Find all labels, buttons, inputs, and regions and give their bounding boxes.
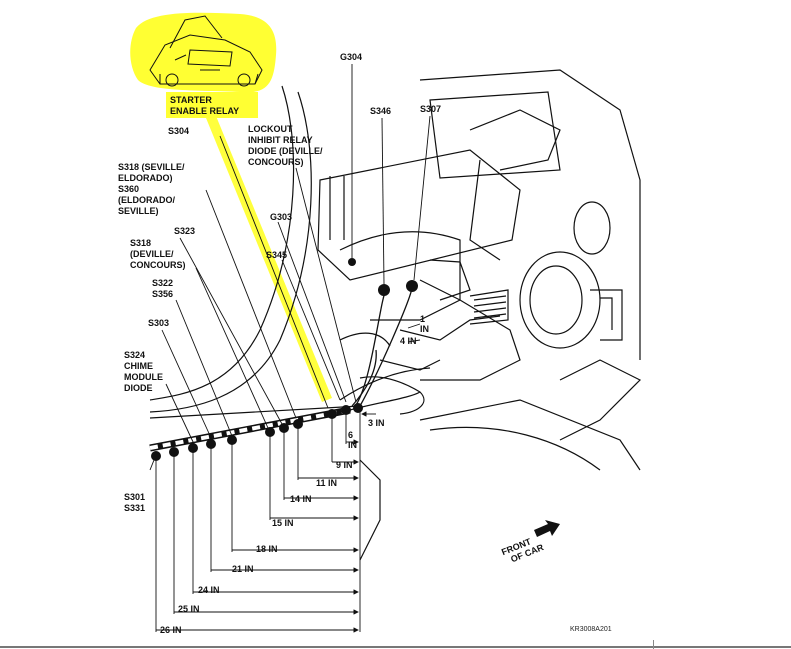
dimension-21-in: 21 IN bbox=[232, 564, 254, 574]
s301-s331-label: S301 S331 bbox=[124, 492, 146, 513]
dimension-3-in: 3 IN bbox=[368, 418, 385, 428]
s318-deville-label: S318 (DEVILLE/ CONCOURS) bbox=[130, 238, 186, 270]
dimension-26-in: 26 IN bbox=[160, 625, 182, 635]
dimension-6-in: 6 IN bbox=[348, 430, 357, 450]
dimension-9-in: 9 IN bbox=[336, 460, 353, 470]
s304-label: S304 bbox=[168, 126, 190, 136]
s346-label: S346 bbox=[370, 106, 392, 116]
figure-code: KR3008A201 bbox=[570, 626, 612, 633]
harness-splices bbox=[151, 258, 418, 461]
s345-label: S345 bbox=[266, 250, 288, 260]
dimension-14-in: 14 IN bbox=[290, 494, 312, 504]
g304-label: G304 bbox=[340, 52, 363, 62]
s318-s360-label: S318 (SEVILLE/ ELDORADO) S360 (ELDORADO/… bbox=[118, 162, 185, 216]
dimension-lines bbox=[155, 323, 421, 633]
dimension-24-in: 24 IN bbox=[198, 585, 220, 595]
s303-label: S303 bbox=[148, 318, 170, 328]
s324-chime-module-diode-label: S324 CHIME MODULE DIODE bbox=[124, 350, 163, 393]
s307-label: S307 bbox=[420, 104, 442, 114]
starter-enable-relay-label: STARTER ENABLE RELAY bbox=[170, 95, 240, 116]
engine-structure bbox=[317, 69, 642, 561]
dimension-25-in: 25 IN bbox=[178, 604, 200, 614]
bottom-divider bbox=[0, 646, 791, 648]
lockout-inhibit-relay-diode-label: LOCKOUT INHIBIT RELAY DIODE (DEVILLE/ CO… bbox=[248, 124, 323, 167]
dimension-11-in: 11 IN bbox=[316, 478, 338, 488]
s322-s356-label: S322 S356 bbox=[152, 278, 174, 299]
dimension-15-in: 15 IN bbox=[272, 518, 294, 528]
s323-label: S323 bbox=[174, 226, 196, 236]
relay-label-highlight bbox=[166, 92, 258, 118]
front-arrow-icon bbox=[534, 520, 560, 537]
dimension-18-in: 18 IN bbox=[256, 544, 278, 554]
car-locator-sketch bbox=[149, 15, 263, 87]
side-divider bbox=[653, 640, 654, 649]
car-locator-highlight bbox=[130, 12, 277, 93]
leader-lines bbox=[149, 64, 431, 471]
dimension-1-in: 1 IN bbox=[420, 314, 429, 334]
dimension-4-in: 4 IN bbox=[400, 336, 417, 346]
g303-label: G303 bbox=[270, 212, 293, 222]
